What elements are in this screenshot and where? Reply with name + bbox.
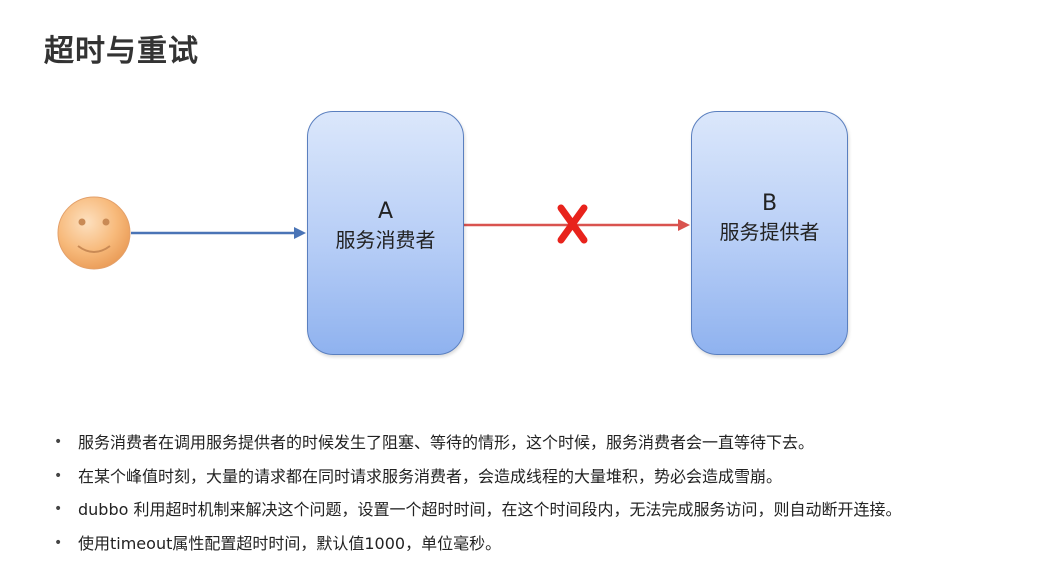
bullet-text: 在某个峰值时刻，大量的请求都在同时请求服务消费者，会造成线程的大量堆积，势必会造… — [78, 466, 783, 486]
consumer-label: 服务消费者 — [335, 228, 436, 252]
bullet-dot-icon: • — [54, 434, 63, 450]
consumer-letter: A — [377, 199, 394, 224]
provider-box: B 服务提供者 — [691, 111, 848, 355]
diagram-connectors — [57, 196, 690, 270]
red-x-icon — [557, 204, 588, 244]
bullet-dot-icon: • — [54, 534, 63, 551]
bullet-item: • 在某个峰值时刻，大量的请求都在同时请求服务消费者，会造成线程的大量堆积，势必会… — [52, 460, 902, 494]
bullet-item: • 使用timeout属性配置超时时间，默认值1000，单位毫秒。 — [52, 527, 902, 561]
smiley-face-icon — [57, 196, 131, 270]
bullet-item: • dubbo 利用超时机制来解决这个问题，设置一个超时时间，在这个时间段内，无法… — [52, 493, 902, 527]
page-title: 超时与重试 — [44, 34, 199, 69]
bullet-text: 服务消费者在调用服务提供者的时候发生了阻塞、等待的情形，这个时候，服务消费者会一… — [78, 433, 815, 452]
bullet-dot-icon: • — [54, 467, 63, 484]
provider-label: 服务提供者 — [719, 220, 820, 244]
bullet-dot-icon: • — [54, 501, 63, 517]
bullet-text: dubbo 利用超时机制来解决这个问题，设置一个超时时间，在这个时间段内，无法完… — [78, 500, 902, 519]
consumer-box: A 服务消费者 — [307, 111, 464, 355]
bullet-text: 使用timeout属性配置超时时间，默认值1000，单位毫秒。 — [78, 533, 502, 553]
bullet-list: • 服务消费者在调用服务提供者的时候发生了阻塞、等待的情形，这个时候，服务消费者会… — [52, 426, 902, 560]
provider-letter: B — [761, 191, 778, 216]
user-to-consumer-arrow — [131, 227, 306, 239]
timeout-diagram: A 服务消费者 B 服务提供者 — [57, 111, 848, 355]
bullet-item: • 服务消费者在调用服务提供者的时候发生了阻塞、等待的情形，这个时候，服务消费者会… — [52, 426, 902, 460]
